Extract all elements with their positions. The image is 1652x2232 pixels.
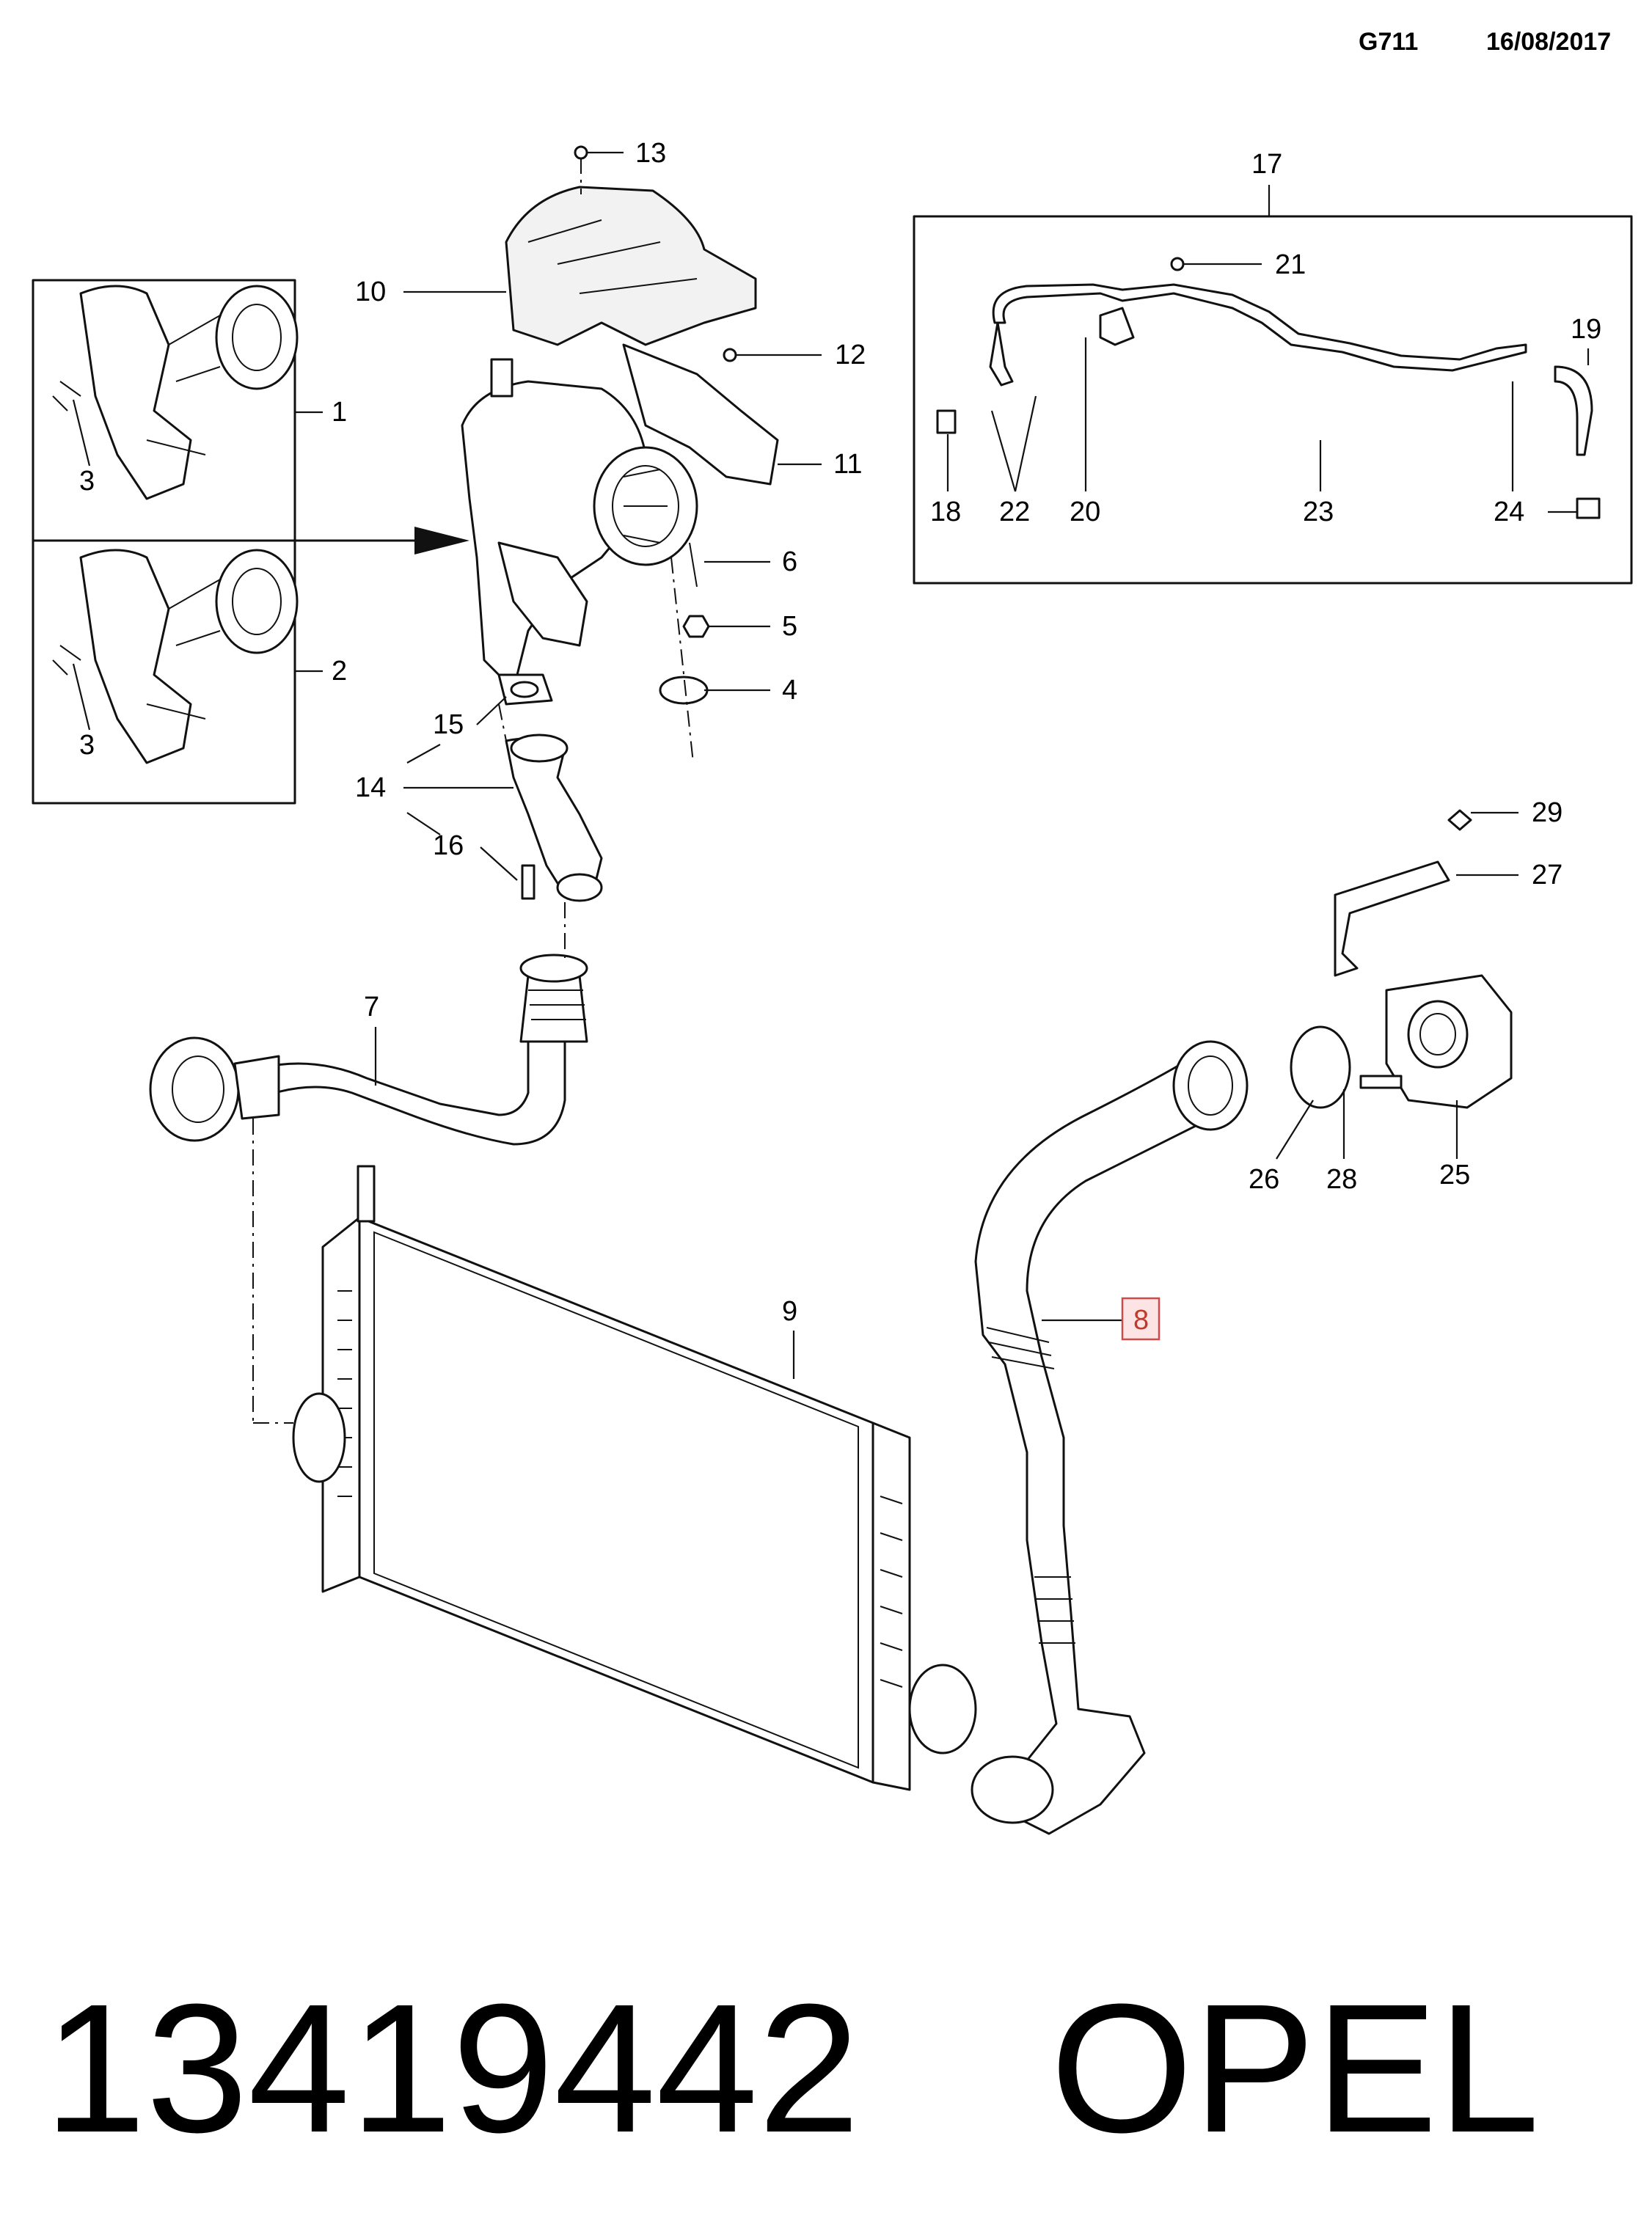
callout-5: 5 — [782, 611, 797, 642]
highlighted-callout-box — [1121, 1297, 1161, 1341]
intercooler — [292, 1165, 977, 1791]
diagram-date: 16/08/2017 — [1486, 28, 1611, 56]
callout-10: 10 — [355, 277, 386, 307]
heat-shield — [505, 186, 757, 346]
callout-7: 7 — [364, 992, 379, 1022]
callout-26: 26 — [1249, 1164, 1279, 1195]
callout-23: 23 — [1303, 497, 1334, 527]
part-reference: 13419442 OPEL — [44, 1973, 1585, 2164]
callout-11: 11 — [833, 449, 862, 480]
callout-14: 14 — [355, 772, 386, 803]
callout-8: 8 — [1133, 1305, 1149, 1336]
callout-2: 2 — [332, 656, 347, 687]
callout-12: 12 — [835, 340, 866, 370]
diagram-code: G711 — [1359, 28, 1418, 56]
turbo-bracket — [622, 343, 779, 486]
callout-6: 6 — [782, 546, 797, 577]
callout-22: 22 — [999, 497, 1030, 527]
callout-25: 25 — [1439, 1160, 1470, 1190]
callout-28: 28 — [1326, 1164, 1357, 1195]
oil-feed-line-kit — [913, 215, 1633, 585]
callout-27: 27 — [1532, 860, 1563, 890]
inset-turbo-1-drawing — [52, 285, 299, 500]
callout-24: 24 — [1494, 497, 1524, 527]
pointer-arrow — [414, 527, 469, 555]
part-number: 13419442 — [44, 1966, 860, 2170]
callout-3-lower: 3 — [79, 730, 95, 761]
callout-19: 19 — [1571, 314, 1601, 345]
callout-17: 17 — [1251, 149, 1282, 180]
callout-4: 4 — [782, 675, 797, 706]
turbo-outlet-pipe — [497, 673, 603, 902]
intercooler-outlet-hose — [971, 1040, 1249, 1835]
callout-1: 1 — [332, 397, 347, 428]
callout-21: 21 — [1275, 249, 1306, 280]
callout-29: 29 — [1532, 797, 1563, 828]
callout-20: 20 — [1070, 497, 1100, 527]
callout-3-upper: 3 — [79, 466, 95, 497]
turbo-variant-inset — [32, 279, 299, 805]
turbocharger — [461, 186, 779, 691]
callout-13: 13 — [635, 138, 666, 169]
inset-turbo-2-drawing — [52, 549, 299, 764]
callout-15: 15 — [433, 709, 464, 740]
throttle-body-group — [1290, 809, 1513, 1109]
callout-16: 16 — [433, 830, 464, 861]
intercooler-inlet-hose — [149, 954, 588, 1146]
callout-9: 9 — [782, 1296, 797, 1327]
callout-18: 18 — [930, 497, 961, 527]
brand-name: OPEL — [1050, 1966, 1540, 2170]
